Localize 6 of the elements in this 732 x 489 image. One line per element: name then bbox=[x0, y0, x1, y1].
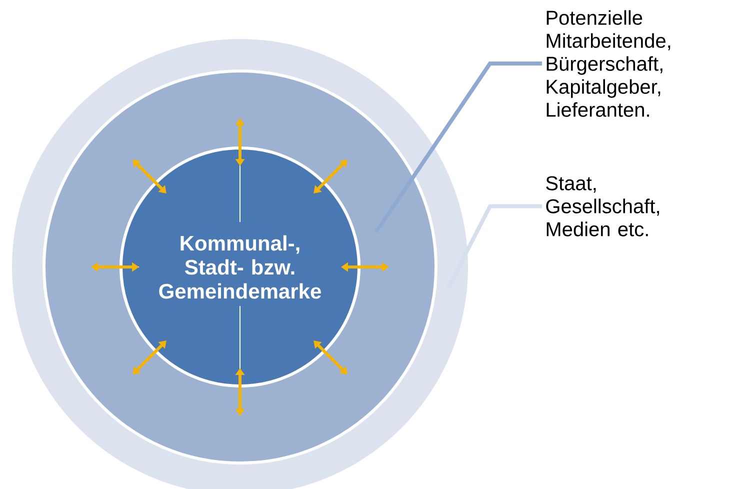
leader-line bbox=[374, 62, 542, 234]
brand-circle bbox=[120, 146, 360, 388]
stakeholder-label: Potenzielle Mitarbeitende, Bürgerschaft, Kapitalgeber, Lieferanten. bbox=[546, 10, 670, 117]
center-label: Kommunal-, Stadt- bzw. Gemeindemarke bbox=[159, 235, 321, 299]
leader-line bbox=[446, 204, 542, 289]
stakeholder-label: Staat, Gesellschaft, Medien etc. bbox=[546, 176, 659, 236]
